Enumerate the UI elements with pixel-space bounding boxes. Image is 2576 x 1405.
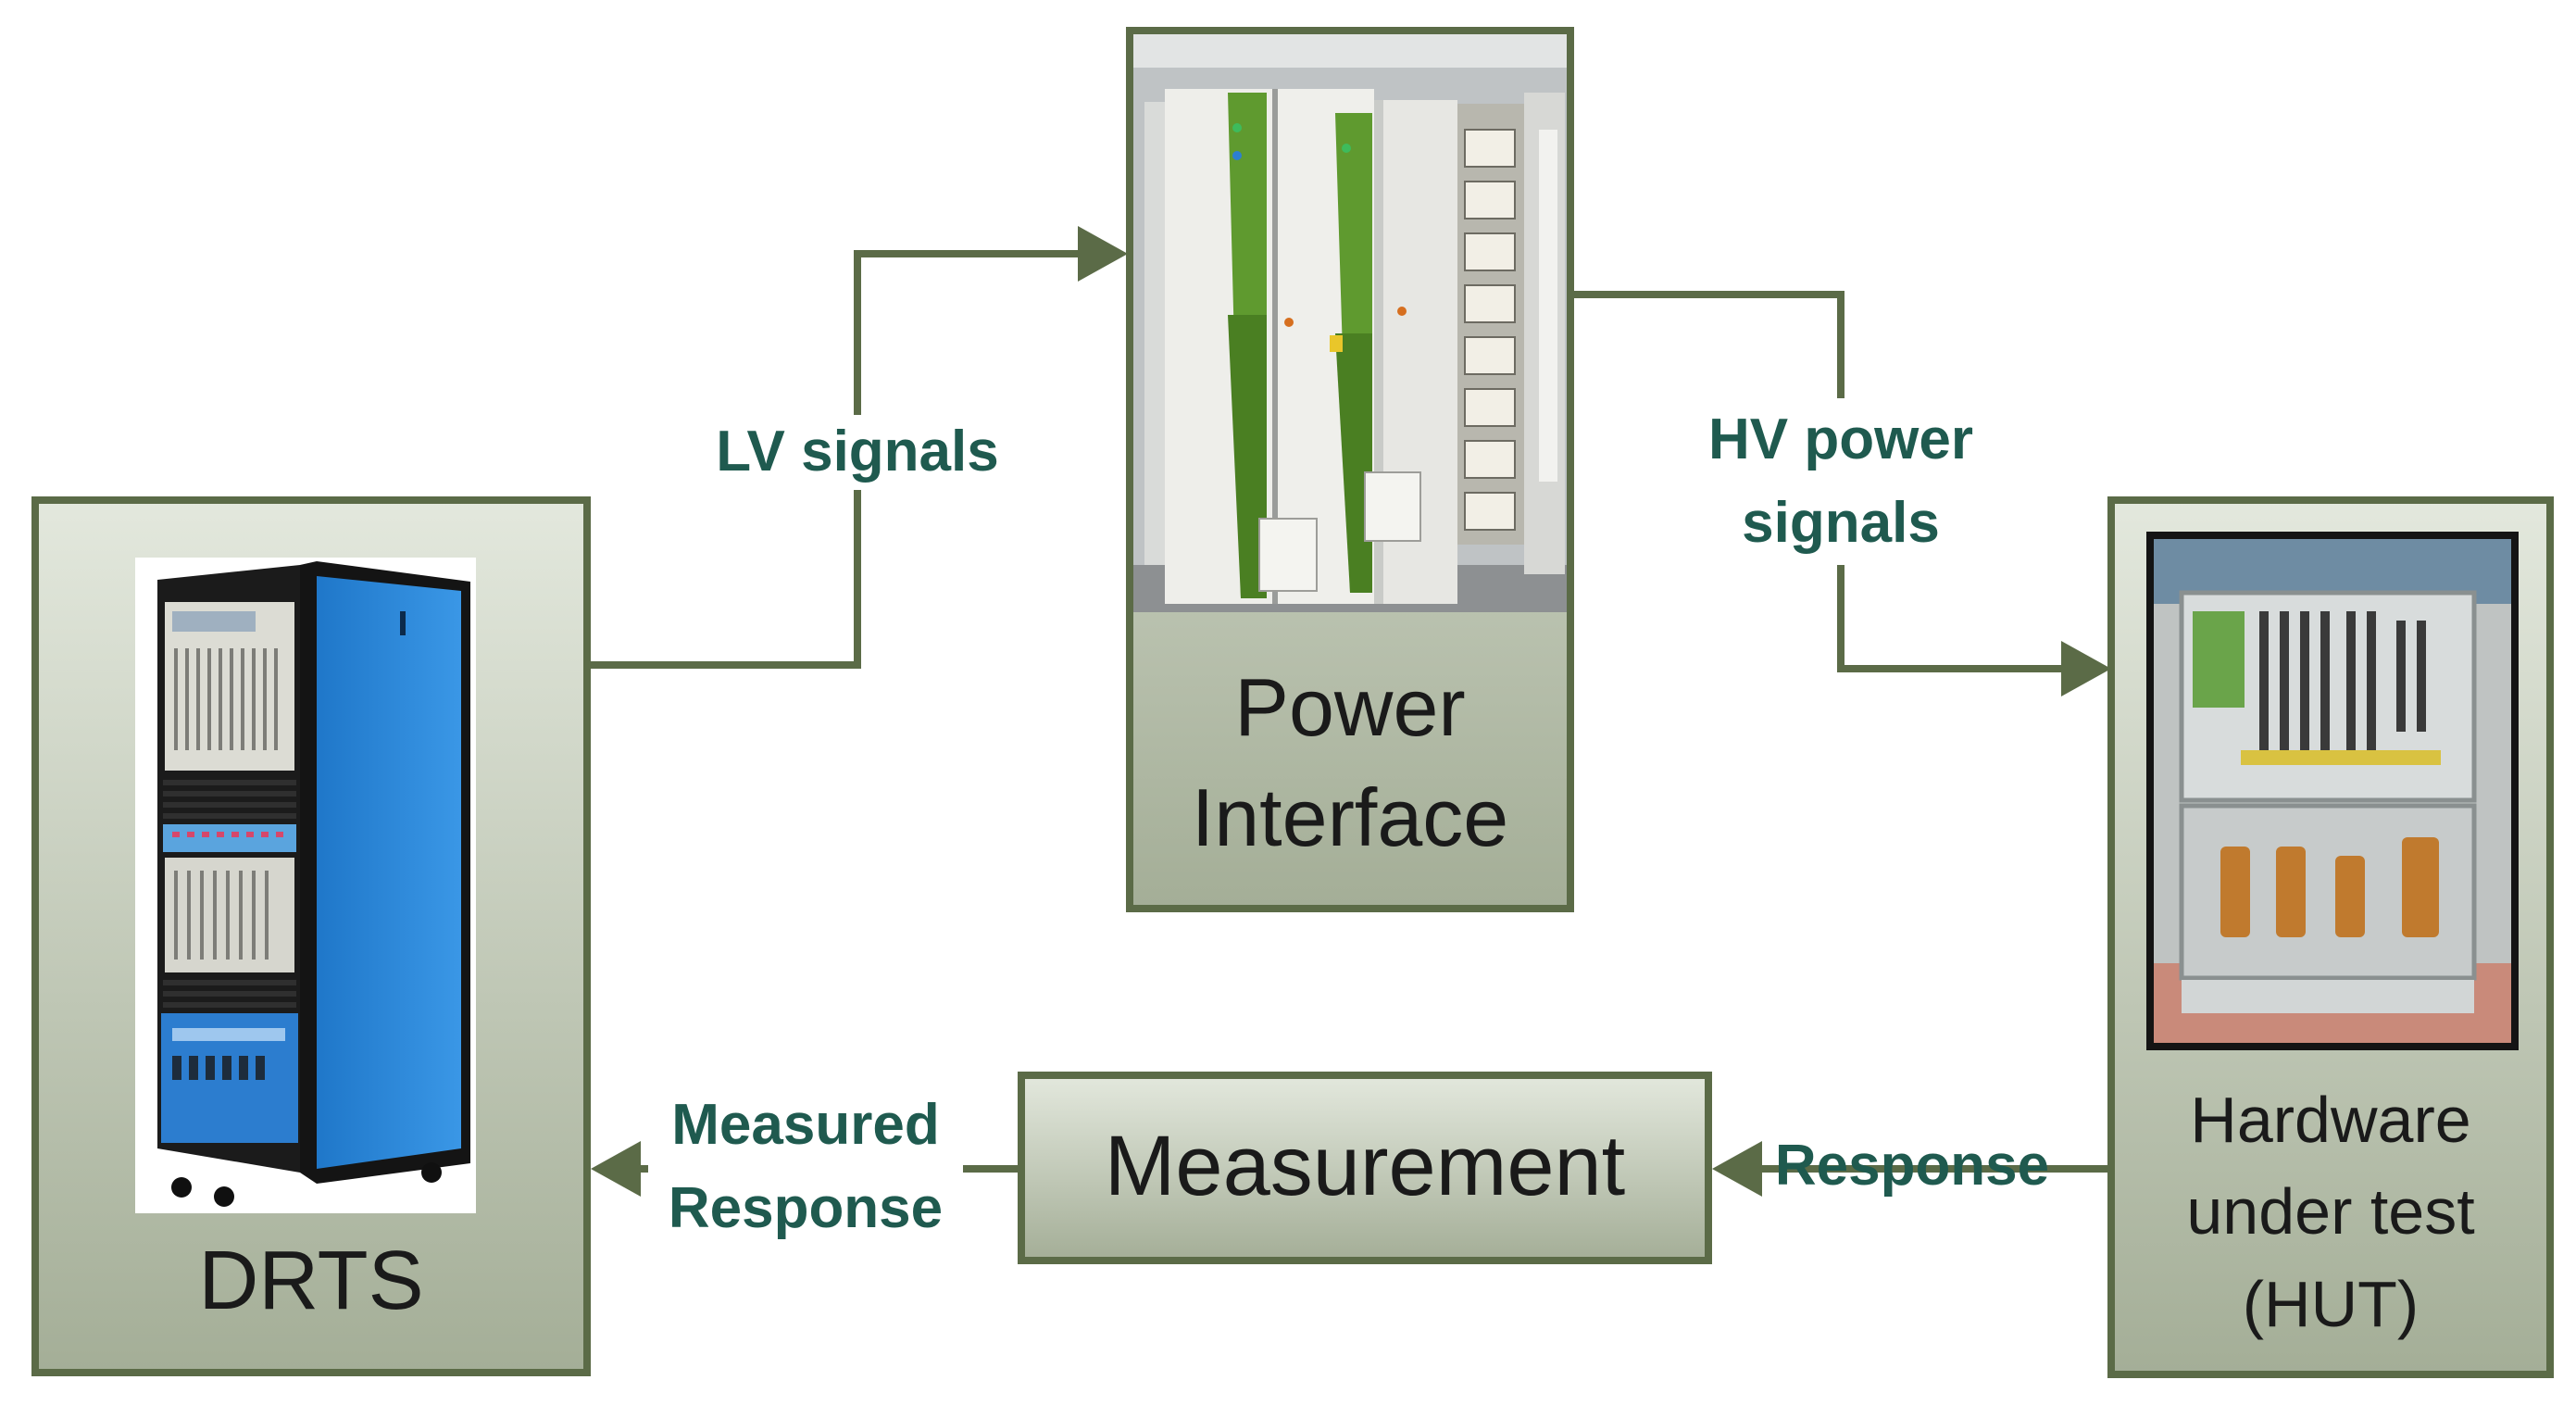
lv-arrowhead-icon [1078, 226, 1128, 282]
response-arrowhead-icon [1712, 1141, 1762, 1197]
response-label: Response [1774, 1134, 2050, 1198]
power-interface-label: Power Interface [1130, 653, 1570, 873]
drts-rack-photo [135, 558, 476, 1213]
hut-hardware-photo [2146, 532, 2519, 1050]
measured-label-line1: Measured [671, 1093, 940, 1157]
hut-label-line3: (HUT) [2242, 1267, 2420, 1340]
hv-arrowhead-icon [2061, 641, 2111, 696]
hut-label-line1: Hardware [2190, 1084, 2471, 1156]
measured-response-label: Measured Response [648, 1084, 963, 1250]
power-cabinet-photo [1133, 34, 1567, 612]
power-interface-label-line1: Power [1234, 661, 1466, 753]
hut-label: Hardware under test (HUT) [2111, 1074, 2550, 1350]
measurement-label: Measurement [1104, 1119, 1626, 1213]
hv-power-signals-label: HV power signals [1683, 398, 1998, 565]
hut-label-line2: under test [2186, 1175, 2475, 1248]
hv-label-line2: signals [1742, 490, 1940, 555]
measured-label-line2: Response [668, 1175, 944, 1240]
power-interface-label-line2: Interface [1191, 771, 1509, 863]
measured-arrowhead-icon [591, 1141, 641, 1197]
lv-signals-label: LV signals [685, 415, 1030, 490]
arrowheads [591, 226, 2111, 1197]
drts-label: DRTS [198, 1235, 424, 1327]
hv-label-line1: HV power [1708, 408, 1973, 471]
measurement-node [1018, 1072, 1712, 1264]
